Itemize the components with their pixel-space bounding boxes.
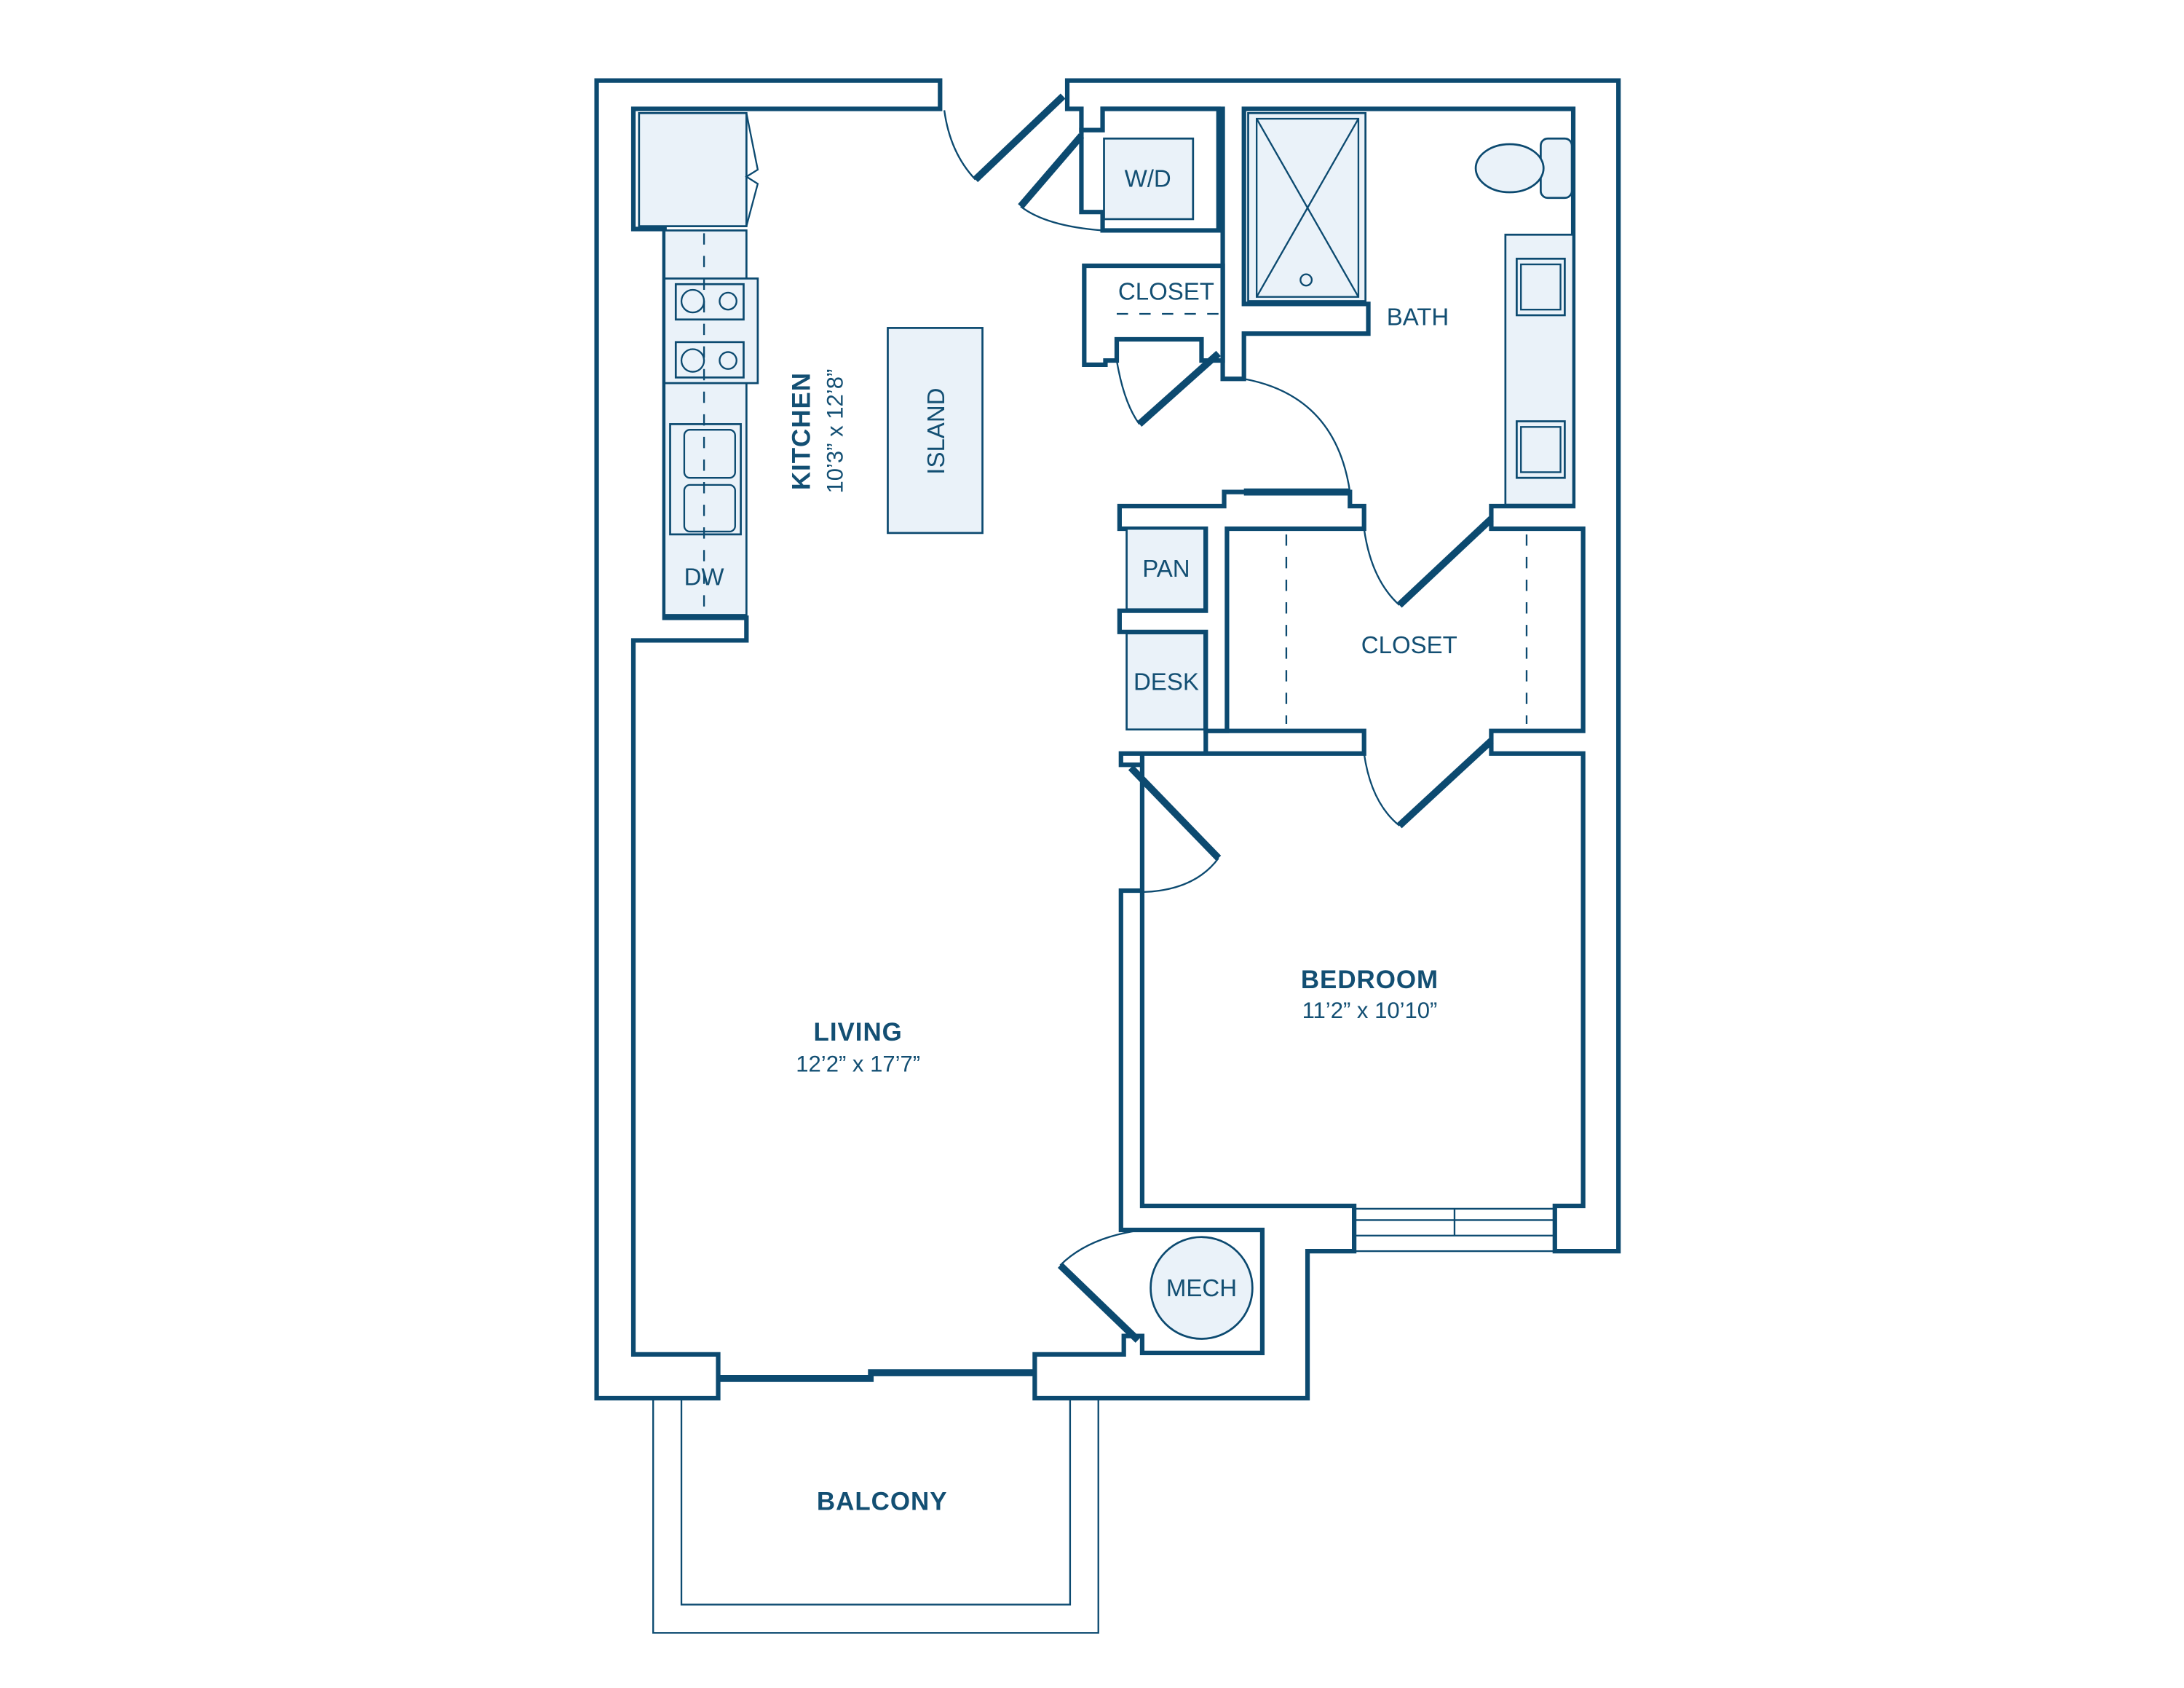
- washer-dryer: [1103, 137, 1195, 221]
- bath-label: BATH: [1387, 304, 1449, 331]
- dw-label: DW: [684, 564, 725, 591]
- burners: [674, 283, 745, 379]
- bedroom-size: 11’2” x 10’10”: [1302, 998, 1438, 1023]
- pan-label: PAN: [1142, 555, 1190, 582]
- living-label: LIVING: [814, 1018, 903, 1046]
- living-size: 12’2” x 17’7”: [796, 1052, 920, 1077]
- door-closet: [1115, 350, 1221, 427]
- refrigerator: [638, 111, 759, 227]
- wall-left: [594, 78, 943, 1401]
- island-label: ISLAND: [922, 388, 949, 475]
- door-mech: [1057, 1228, 1143, 1343]
- island: [887, 327, 984, 535]
- door-entry: [943, 93, 1066, 183]
- desk: [1125, 632, 1206, 731]
- toilet: [1474, 137, 1573, 200]
- door-bath: [1243, 378, 1351, 496]
- shower: [1247, 111, 1367, 302]
- mech-label: MECH: [1166, 1274, 1237, 1301]
- wd-label: W/D: [1125, 165, 1171, 192]
- kitchen-size: 10’3” x 12’8”: [822, 369, 847, 494]
- door-walk-in-closet-top: [1363, 516, 1494, 608]
- mech-unit: [1150, 1236, 1254, 1340]
- door-bedroom: [1128, 765, 1222, 894]
- door-walk-in-closet-bottom: [1363, 738, 1494, 829]
- kitchen-sink: [669, 423, 742, 536]
- closet-small-label: CLOSET: [1118, 278, 1214, 305]
- bedroom-label: BEDROOM: [1301, 966, 1439, 994]
- kitchen-label: KITCHEN: [788, 372, 816, 490]
- door-wd: [1018, 133, 1103, 232]
- pantry: [1125, 527, 1206, 611]
- balcony: [652, 1398, 1099, 1634]
- desk-label: DESK: [1133, 668, 1199, 695]
- closet-walk-in-label: CLOSET: [1361, 631, 1457, 658]
- wall-closet-small: [1082, 263, 1225, 367]
- vanity: [1504, 233, 1575, 506]
- bedroom-window: [1353, 1207, 1556, 1253]
- balcony-label: BALCONY: [817, 1487, 948, 1515]
